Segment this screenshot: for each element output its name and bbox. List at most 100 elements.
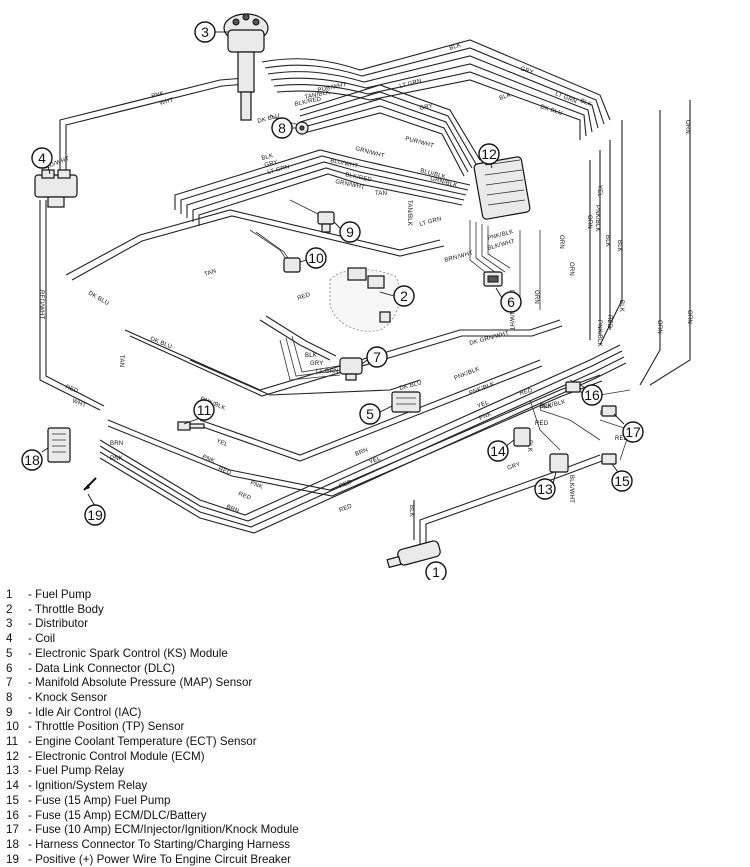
callout-8: 8 <box>271 117 296 139</box>
wire-label-red-5: RED <box>339 503 354 514</box>
legend-item-text: Fuse (15 Amp) ECM/DLC/Battery <box>35 808 207 822</box>
svg-text:5: 5 <box>366 406 374 422</box>
legend-item-text: Throttle Body <box>34 602 104 616</box>
wire-label-blk-5: BLK <box>604 235 610 247</box>
callout-10: 10 <box>299 247 327 269</box>
legend-item-text: Coil <box>35 632 56 646</box>
legend-item-text: Fuse (10 Amp) ECM/Injector/Ignition/Knoc… <box>35 823 299 837</box>
legend-item-number: 17 <box>6 823 19 837</box>
callout-11: 11 <box>183 399 215 425</box>
wire-label-dk-blu-4: DK BLU <box>149 336 172 350</box>
wire-label-red-6: RED <box>339 479 354 490</box>
wire-label-red: RED <box>297 292 312 302</box>
callout-7: 7 <box>361 346 388 368</box>
legend-item-number: 4 <box>6 632 13 646</box>
wire-label-blk-9: BLK <box>540 404 552 410</box>
legend-item: 3- Distributor <box>6 617 746 632</box>
legend-item-separator: - <box>28 602 32 616</box>
legend-item-separator: - <box>28 705 32 719</box>
legend-item-separator: - <box>28 852 32 866</box>
dlc-connector <box>483 271 503 287</box>
legend-item-text: Ignition/System Relay <box>35 779 148 793</box>
legend-item: 17- Fuse (10 Amp) ECM/Injector/Ignition/… <box>6 823 746 838</box>
wire-label-gry-4: GRY <box>507 462 522 472</box>
ect-sensor <box>177 421 205 431</box>
wire-label-dk-blu-3: DK BLU <box>87 291 110 308</box>
wire-label-yel-3: YEL <box>477 400 491 410</box>
legend-item-text: Harness Connector To Starting/Charging H… <box>35 837 291 851</box>
wire-label-wht-2: WHT <box>71 398 87 409</box>
coil <box>34 169 78 208</box>
wire-label-blk-4: BLK <box>261 153 274 162</box>
harness-connector-18 <box>47 427 71 463</box>
legend-item: 15- Fuse (15 Amp) Fuel Pump <box>6 794 746 809</box>
legend-item: 11- Engine Coolant Temperature (ECT) Sen… <box>6 735 746 750</box>
legend-item: 14- Ignition/System Relay <box>6 779 746 794</box>
legend-item: 7- Manifold Absolute Pressure (MAP) Sens… <box>6 676 746 691</box>
legend-item-separator: - <box>28 837 32 851</box>
wire-label-blk-6: BLK <box>616 240 622 252</box>
wire-label-pnk-blk-2: PNK/BLK <box>469 381 496 397</box>
legend-item-text: Engine Coolant Temperature (ECT) Sensor <box>35 735 257 749</box>
legend-item-number: 5 <box>6 646 13 660</box>
wire-label-blu-wht: BLU/WHT <box>330 158 359 170</box>
legend-item-separator: - <box>28 808 32 822</box>
wire-label-pnk-5: PNK <box>479 411 493 421</box>
svg-text:15: 15 <box>614 473 630 489</box>
legend-item-number: 18 <box>6 837 19 851</box>
legend-item-separator: - <box>28 646 32 660</box>
wire-label-orn-4: ORN <box>586 215 592 229</box>
wire-label-dk-blu-5: DK BLU <box>399 380 423 392</box>
legend-item-separator: - <box>28 720 32 734</box>
legend-item-number: 14 <box>6 779 19 793</box>
svg-text:12: 12 <box>481 146 497 162</box>
legend-item-separator: - <box>28 690 32 704</box>
legend-item-text: Fuel Pump Relay <box>35 764 125 778</box>
svg-text:9: 9 <box>346 224 354 240</box>
legend-item: 18- Harness Connector To Starting/Chargi… <box>6 838 746 853</box>
wire-label-blk-7: BLK <box>618 300 624 312</box>
legend-item: 10- Throttle Position (TP) Sensor <box>6 720 746 735</box>
callout-4: 4 <box>31 147 53 175</box>
wire-label-brn-3: BRN <box>355 447 370 458</box>
ecm-module <box>473 156 531 220</box>
wire-label-tan-blk: TAN/BLK <box>304 90 331 101</box>
wire-label-wht: WHT <box>159 97 174 107</box>
callout-19: 19 <box>84 493 106 526</box>
iac-valve <box>317 211 335 233</box>
callout-5: 5 <box>359 403 393 425</box>
legend-item: 2- Throttle Body <box>6 603 746 618</box>
wire-label-blk-8: BLK <box>408 505 414 517</box>
wire-label-blk-wht: BLK/WHT <box>568 475 574 503</box>
svg-text:10: 10 <box>308 250 324 266</box>
legend-item-separator: - <box>28 617 32 631</box>
callout-17: 17 <box>613 413 644 443</box>
svg-text:18: 18 <box>24 452 40 468</box>
callout-18: 18 <box>21 447 49 471</box>
wire-label-tan-blk-2: TAN/BLK <box>406 200 412 226</box>
ignition-relay <box>513 427 531 447</box>
legend-item-text: Knock Sensor <box>35 690 108 704</box>
wire-label-red-4: RED <box>237 491 252 502</box>
wire-label-gry-5: GRY <box>310 361 324 367</box>
wire-label-orn-6: ORN <box>686 310 692 324</box>
legend-item-text: Manifold Absolute Pressure (MAP) Sensor <box>35 676 253 690</box>
distributor <box>223 13 269 121</box>
legend-item-separator: - <box>28 823 32 837</box>
power-wire-terminal <box>83 477 97 491</box>
wire-label-pnk-4: PNK <box>249 480 263 490</box>
legend-item: 5- Electronic Spark Control (KS) Module <box>6 647 746 662</box>
svg-text:2: 2 <box>400 288 408 304</box>
legend-item-separator: - <box>28 735 32 749</box>
legend-item-separator: - <box>28 764 32 778</box>
callout-3: 3 <box>194 21 228 43</box>
fuel-pump-relay <box>549 453 569 473</box>
callout-1: 1 <box>425 561 447 580</box>
callout-9: 9 <box>333 221 361 243</box>
wire-label-yel-4: YEL <box>596 185 602 197</box>
legend-item-text: Throttle Position (TP) Sensor <box>34 720 185 734</box>
legend-item-text: Fuse (15 Amp) Fuel Pump <box>35 793 171 807</box>
svg-text:16: 16 <box>584 387 600 403</box>
legend-item-text: Idle Air Control (IAC) <box>35 705 142 719</box>
wire-harness <box>39 39 691 545</box>
